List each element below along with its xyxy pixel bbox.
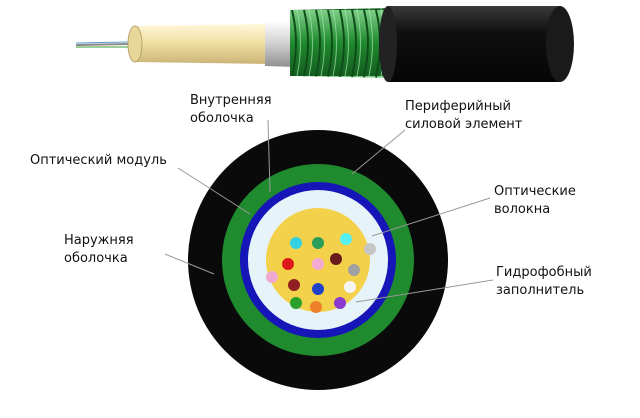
filler-end	[127, 25, 143, 63]
optical-fiber	[290, 297, 302, 309]
jacket-end	[546, 6, 574, 82]
inner-tube-section	[265, 21, 296, 67]
label-inner-sheath-line2: оболочка	[190, 111, 254, 126]
leader-optical-module	[177, 167, 251, 215]
leader-outer-sheath	[164, 253, 215, 275]
cable-cutaway	[75, 6, 574, 82]
label-inner-sheath: Внутренняя оболочка	[190, 92, 272, 128]
label-peripheral-strength-line1: Периферийный	[405, 99, 511, 114]
optical-fiber	[266, 271, 278, 283]
fiber-strand-blue	[75, 41, 129, 44]
optical-fiber	[348, 264, 360, 276]
optical-fiber	[334, 297, 346, 309]
fiber-group	[266, 233, 376, 313]
label-hydrophobic-filler: Гидрофобный заполнитель	[496, 264, 592, 300]
label-outer-sheath: Наружняя оболочка	[64, 232, 134, 268]
label-inner-sheath-line1: Внутренняя	[190, 93, 272, 108]
leader-inner-sheath	[267, 119, 271, 193]
optical-fiber	[310, 301, 322, 313]
label-optical-module: Оптический модуль	[30, 152, 167, 170]
label-peripheral-strength-line2: силовой элемент	[405, 117, 523, 132]
label-outer-sheath-line2: оболочка	[64, 251, 128, 266]
optical-fiber	[340, 233, 352, 245]
cable-cross-section	[188, 130, 448, 390]
armor-section	[290, 8, 392, 78]
optical-fiber	[288, 279, 300, 291]
leader-lines	[164, 119, 494, 303]
optical-fiber	[282, 258, 294, 270]
label-optical-fibers-line2: волокна	[494, 202, 551, 217]
optical-fiber	[364, 243, 376, 255]
fiber-strands	[75, 43, 129, 46]
optical-fiber	[312, 283, 324, 295]
label-outer-sheath-line1: Наружняя	[64, 233, 134, 248]
optical-fiber	[290, 237, 302, 249]
optical-fiber	[344, 281, 356, 293]
label-optical-fibers: Оптические волокна	[494, 183, 576, 219]
label-optical-module-line1: Оптический модуль	[30, 153, 167, 168]
label-peripheral-strength: Периферийный силовой элемент	[405, 98, 522, 134]
filler-section	[135, 24, 270, 64]
leader-filler	[355, 279, 494, 303]
label-hydrophobic-filler-line2: заполнитель	[496, 283, 585, 298]
optical-fiber	[312, 237, 324, 249]
jacket-section	[388, 6, 560, 82]
leader-optical-fibers	[371, 197, 491, 237]
jacket-edge	[379, 6, 397, 82]
optical-fiber	[330, 253, 342, 265]
optical-fiber	[312, 258, 324, 270]
label-hydrophobic-filler-line1: Гидрофобный	[496, 265, 592, 280]
label-optical-fibers-line1: Оптические	[494, 184, 576, 199]
leader-strength-member	[351, 129, 406, 175]
